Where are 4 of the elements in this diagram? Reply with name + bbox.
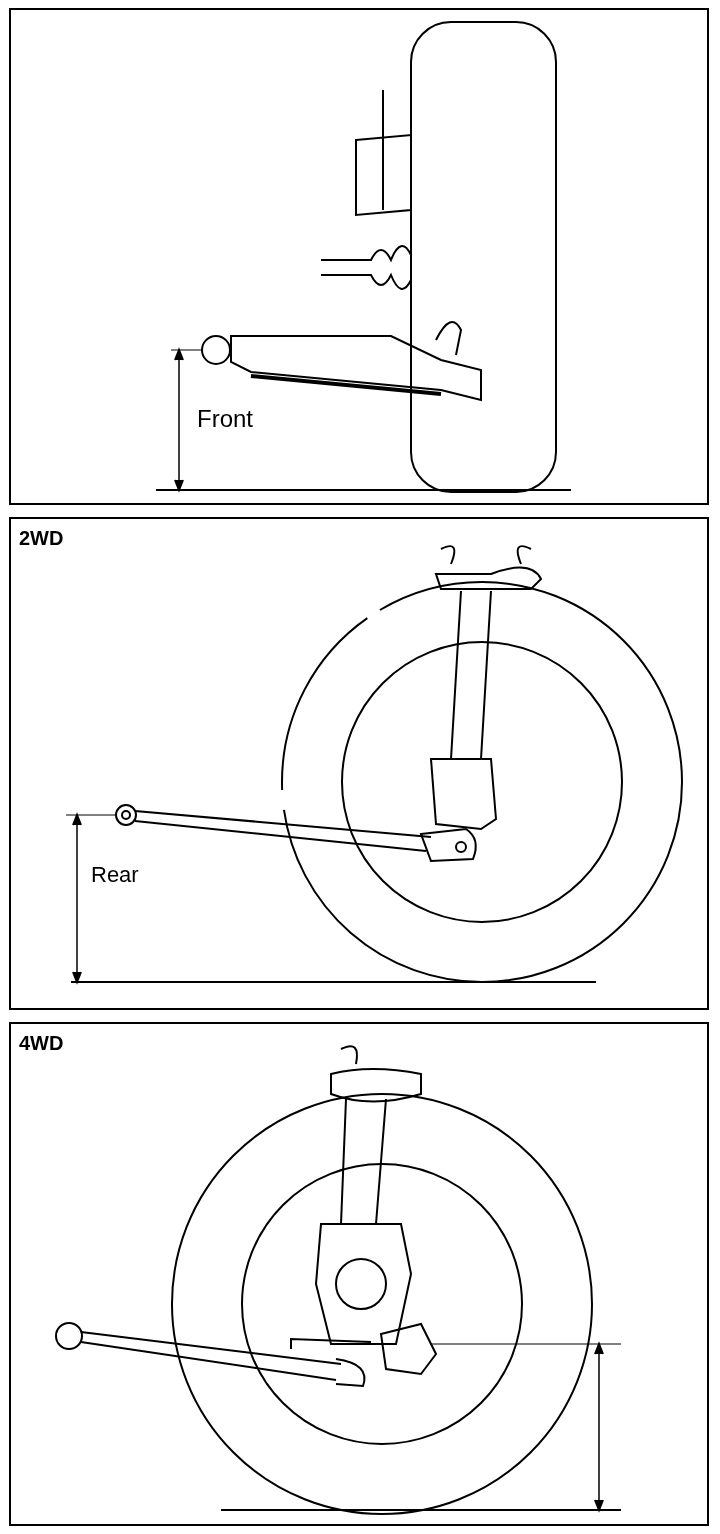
dimension-label: Front (197, 405, 253, 433)
panel-heading: 2WD (19, 527, 64, 550)
panel-heading: 4WD (19, 1032, 64, 1055)
dimension-label: Rear (91, 862, 139, 888)
